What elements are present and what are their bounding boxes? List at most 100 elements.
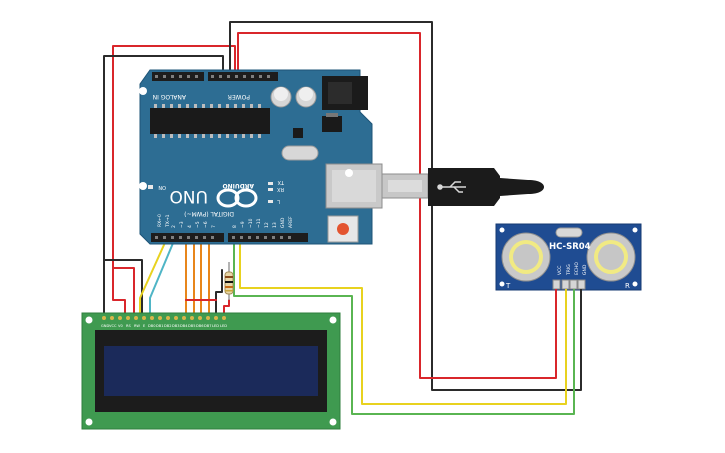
analog-in-label: ANALOG IN bbox=[153, 93, 186, 100]
usb-cable[interactable] bbox=[381, 168, 544, 206]
sensor-crystal bbox=[555, 227, 583, 238]
mounting-hole bbox=[139, 182, 147, 190]
atmega-chip bbox=[150, 108, 270, 134]
wire-red-5v-lcd bbox=[112, 45, 236, 319]
capacitor-1-top bbox=[274, 87, 288, 101]
reset-button-cap bbox=[337, 223, 349, 235]
svg-text:DB1: DB1 bbox=[156, 324, 164, 328]
svg-text:~9: ~9 bbox=[240, 221, 246, 228]
digital-pin-labels: RX←0 TX→1 2 ~3 4 ~5 ~6 7 8 ~9 ~10 ~11 12… bbox=[157, 214, 294, 228]
svg-text:~11: ~11 bbox=[256, 218, 262, 228]
led-rx bbox=[268, 188, 273, 191]
sensor-model-label: HC-SR04 bbox=[549, 242, 591, 252]
wire-black-gnd-lcd bbox=[103, 55, 224, 319]
svg-text:LED: LED bbox=[220, 324, 227, 328]
svg-text:~10: ~10 bbox=[248, 218, 254, 228]
arduino-uno-board[interactable]: ANALOG IN POWER ON TX RX bbox=[139, 69, 383, 245]
sensor-pins bbox=[552, 279, 586, 290]
svg-text:DB4: DB4 bbox=[180, 324, 188, 328]
svg-text:RW: RW bbox=[134, 324, 140, 328]
mounting-hole bbox=[345, 169, 353, 177]
lcd-16x2-display[interactable]: GND VCC V0 RS RW E DB0 DB1 DB2 DB3 DB4 D… bbox=[81, 312, 341, 430]
svg-text:~5: ~5 bbox=[195, 221, 201, 228]
svg-text:DB7: DB7 bbox=[204, 324, 212, 328]
sensor-wire-drops bbox=[555, 289, 582, 414]
sensor-r-label: R bbox=[625, 282, 630, 290]
svg-text:GND: GND bbox=[280, 217, 286, 228]
sensor-mount-hole bbox=[632, 227, 638, 233]
svg-text:DB6: DB6 bbox=[196, 324, 204, 328]
svg-text:GND: GND bbox=[101, 324, 109, 328]
led-on bbox=[148, 185, 153, 189]
resistor[interactable] bbox=[224, 262, 234, 300]
svg-text:13: 13 bbox=[272, 222, 278, 228]
svg-text:DB0: DB0 bbox=[148, 324, 156, 328]
power-jack-inner bbox=[328, 82, 352, 104]
capacitor-2-top bbox=[299, 87, 313, 101]
hc-sr04-sensor[interactable]: HC-SR04 T R VCC TRIG ECHO GND bbox=[495, 223, 642, 291]
usb-port-inner bbox=[332, 170, 376, 202]
digital-header-high bbox=[228, 233, 308, 242]
svg-text:TRIG: TRIG bbox=[566, 264, 572, 276]
svg-text:RX←0: RX←0 bbox=[157, 214, 163, 227]
svg-text:~6: ~6 bbox=[203, 221, 209, 228]
rx-label: RX bbox=[277, 186, 284, 192]
transmitter-mesh bbox=[513, 244, 539, 270]
wire-black-loop bbox=[103, 259, 143, 319]
svg-text:RS: RS bbox=[126, 324, 131, 328]
sensor-mount-hole bbox=[499, 227, 505, 233]
power-label: POWER bbox=[228, 93, 250, 100]
wire-yellow-rs bbox=[139, 235, 169, 321]
svg-text:~3: ~3 bbox=[179, 221, 185, 228]
led-tx bbox=[268, 182, 273, 185]
sensor-mount-hole bbox=[499, 281, 505, 287]
crystal-oscillator bbox=[281, 145, 319, 161]
svg-text:DB3: DB3 bbox=[172, 324, 180, 328]
svg-text:8: 8 bbox=[232, 225, 238, 228]
usb-cable-end bbox=[528, 180, 544, 194]
svg-text:AREF: AREF bbox=[288, 216, 294, 228]
arduino-brand-label: ARDUINO bbox=[223, 182, 254, 189]
digital-header-pins bbox=[155, 236, 291, 239]
svg-text:LED: LED bbox=[212, 324, 219, 328]
lcd-mount-hole bbox=[329, 316, 337, 324]
lcd-mount-hole bbox=[329, 418, 337, 426]
sensor-pin-labels: VCC TRIG ECHO GND bbox=[557, 262, 588, 276]
led-l bbox=[268, 200, 273, 203]
l-label: L bbox=[277, 198, 280, 204]
wire-black-led bbox=[215, 269, 223, 321]
voltage-regulator bbox=[322, 116, 342, 132]
svg-text:2: 2 bbox=[171, 225, 177, 228]
mounting-hole bbox=[139, 87, 147, 95]
svg-text:DB2: DB2 bbox=[164, 324, 172, 328]
lcd-mount-hole bbox=[85, 418, 93, 426]
digital-label: DIGITAL (PWM~) bbox=[184, 210, 234, 217]
tx-label: TX bbox=[277, 179, 285, 185]
top-header-pins bbox=[155, 75, 270, 78]
lcd-pin-labels: GND VCC V0 RS RW E DB0 DB1 DB2 DB3 DB4 D… bbox=[101, 324, 227, 328]
usb-plug-metal-shade bbox=[388, 180, 422, 192]
svg-text:V0: V0 bbox=[118, 324, 123, 328]
regulator-tab bbox=[326, 113, 338, 117]
sensor-mount-hole bbox=[632, 281, 638, 287]
sensor-t-label: T bbox=[505, 282, 511, 290]
svg-text:VCC: VCC bbox=[557, 266, 563, 275]
arduino-infinity-logo bbox=[216, 188, 258, 208]
analog-header bbox=[152, 72, 204, 81]
uno-model-label: UNO bbox=[169, 186, 208, 206]
svg-text:7: 7 bbox=[211, 225, 217, 228]
svg-text:GND: GND bbox=[582, 264, 588, 275]
lcd-mount-hole bbox=[85, 316, 93, 324]
smd-component bbox=[293, 128, 303, 138]
receiver-mesh bbox=[598, 244, 624, 270]
svg-text:VCC: VCC bbox=[109, 324, 117, 328]
svg-text:E: E bbox=[143, 324, 146, 328]
chip-pins bbox=[154, 104, 261, 138]
svg-text:4: 4 bbox=[187, 225, 193, 228]
svg-text:12: 12 bbox=[264, 222, 270, 228]
svg-text:TX→1: TX→1 bbox=[165, 214, 171, 228]
wire-red-loop bbox=[112, 267, 135, 319]
svg-text:DB5: DB5 bbox=[188, 324, 196, 328]
usb-symbol-icon bbox=[437, 181, 466, 193]
